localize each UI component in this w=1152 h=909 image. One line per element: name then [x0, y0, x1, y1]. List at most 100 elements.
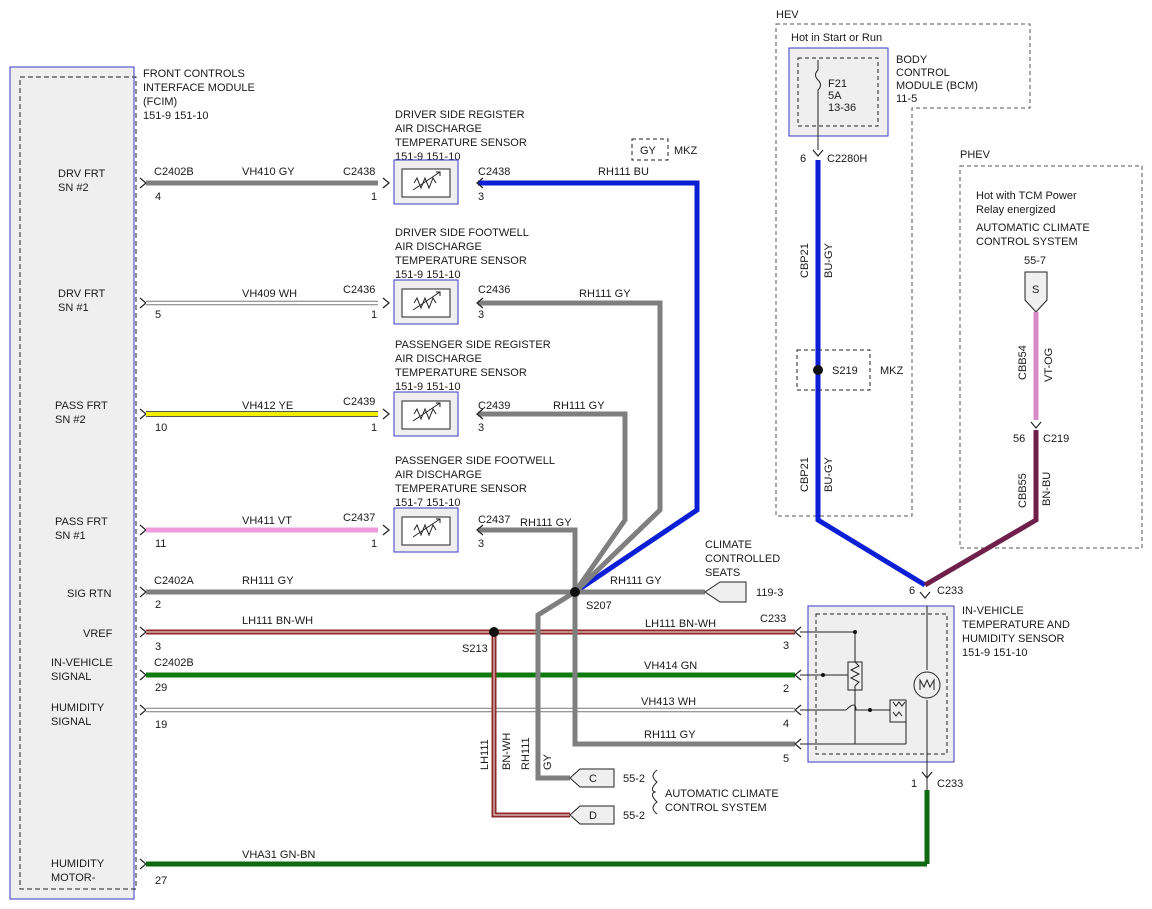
wire-rh111-gy-2: [478, 411, 628, 594]
phev-label: PHEV: [960, 149, 991, 161]
splice-s219: [813, 365, 823, 375]
s219-mkz: MKZ: [880, 365, 904, 377]
connector-c233-right: C233: [937, 585, 963, 597]
hs-pin-4: 4: [783, 718, 789, 730]
bcm-title-1: BODY: [896, 54, 928, 66]
fcim-inner-dashed: [19, 76, 137, 890]
wire-label-vha31: VHA31 GN-BN: [242, 849, 315, 861]
bcm-title-4: 11-5: [896, 93, 917, 105]
mkz-gy-box: [631, 138, 669, 161]
sensor-driver-register: DRIVER SIDE REGISTER AIR DISCHARGE TEMPE…: [393, 109, 527, 205]
sensor-2-title-1: DRIVER SIDE FOOTWELL: [395, 227, 529, 239]
connector-c2438-right: C2438: [478, 166, 510, 178]
fuse-ref: 13-36: [828, 102, 856, 114]
pin-5: 5: [155, 309, 161, 321]
hs-title-4: 151-9 151-10: [962, 647, 1027, 659]
bcm-inner-dashed: [797, 57, 879, 127]
connector-c2439-right: C2439: [478, 400, 510, 412]
pin-label-pass-frt-sn2-b: SN #2: [55, 414, 86, 426]
sensor-4-title-4: 151-7 151-10: [395, 497, 460, 509]
sensor-1-title-2: AIR DISCHARGE: [395, 123, 482, 135]
wire-label-vh411: VH411 VT: [242, 515, 292, 527]
connector-c2402a: C2402A: [154, 575, 194, 587]
chevron-icon: [139, 858, 147, 870]
junction-dot: [868, 708, 872, 712]
wire-label-vh409: VH409 WH: [242, 288, 297, 300]
sensor-pin-3a: 3: [478, 191, 484, 203]
wire-label-lh111-vref: LH111 BN-WH: [242, 615, 313, 627]
s219-box: [796, 349, 871, 391]
connector-c-label: C: [589, 773, 597, 785]
sensor-3-title-2: AIR DISCHARGE: [395, 353, 482, 365]
pin-label-in-vehicle-signal: IN-VEHICLE: [51, 657, 113, 669]
wire-rh111-to-c233: [572, 592, 795, 747]
mkz-gy-color: GY: [640, 145, 657, 157]
phev-s-label: S: [1032, 284, 1039, 296]
sensor-2-title-4: 151-9 151-10: [395, 269, 460, 281]
chevron-icon: [139, 669, 147, 681]
thermistor-icon: [412, 518, 441, 538]
pin-label-humidity-motor-b: MOTOR-: [51, 872, 96, 884]
connector-c2436-left: C2436: [343, 284, 375, 296]
wire-label-rh111-gy-a: RH111 GY: [579, 288, 631, 300]
pin-label-humidity-signal: HUMIDITY: [51, 702, 105, 714]
wire-lh111-to-d-stripe: [493, 632, 570, 816]
hs-pin-5: 5: [783, 753, 789, 765]
wire-rh111-bu: [478, 180, 700, 595]
chevron-icon: [139, 408, 147, 420]
chevron-icon: [382, 408, 390, 420]
wire-cbb55: [923, 430, 1039, 588]
pin-label-drv-frt-sn2-b: SN #2: [58, 182, 89, 194]
connector-d-arrow: [569, 805, 615, 825]
wire-label-vh413: VH413 WH: [641, 696, 696, 708]
pin-label-pass-frt-sn2: PASS FRT: [55, 400, 108, 412]
phev-system-1: AUTOMATIC CLIMATE: [976, 222, 1090, 234]
hs-pin-2: 2: [783, 683, 789, 695]
chevron-down-icon: [921, 771, 933, 779]
wire-label-rh111-seats: RH111 GY: [610, 575, 662, 587]
chevron-icon: [139, 177, 147, 189]
chevron-icon: [382, 297, 390, 309]
chevron-icon: [139, 626, 147, 638]
phev-ref: 55-7: [1024, 255, 1046, 267]
pin-label-drv-frt-sn2: DRV FRT: [58, 168, 106, 180]
pin-29: 29: [155, 682, 167, 694]
splice-s213: [489, 627, 499, 637]
fuse-icon: [815, 60, 821, 150]
sensor-connector-chevrons: [382, 177, 484, 536]
fcim-box: [9, 66, 135, 900]
chevron-icon: [794, 704, 802, 716]
wire-label-rh111-sigrtn: RH111 GY: [242, 575, 294, 587]
sensor-4-inner: [401, 516, 451, 546]
chevron-icon: [382, 177, 390, 189]
wire-label-gy-vert: GY: [542, 753, 554, 770]
connector-c2438-left: C2438: [343, 166, 375, 178]
phev-hot-1: Hot with TCM Power: [976, 190, 1077, 202]
sensor-2-inner: [401, 288, 451, 318]
connector-c2436-right: C2436: [478, 284, 510, 296]
phev-pin-56: 56: [1013, 433, 1025, 445]
wire-rh111-gy-1: [478, 300, 663, 594]
wire-label-bugy-b: BU-GY: [823, 457, 835, 493]
fcim-connector-chevrons: [139, 177, 147, 870]
sensor-pin-1a: 1: [371, 191, 377, 203]
connector-c233-bottom: C233: [937, 778, 963, 790]
chevron-icon: [476, 297, 484, 309]
chevron-icon: [476, 524, 484, 536]
brace-icon: [651, 769, 658, 815]
chevron-icon: [794, 626, 802, 638]
sensor-pin-1d: 1: [371, 538, 377, 550]
pin-27: 27: [155, 875, 167, 887]
sensor-4-title-1: PASSENGER SIDE FOOTWELL: [395, 455, 555, 467]
connector-d-ref: 55-2: [623, 810, 645, 822]
fcim-title-3: (FCIM): [143, 96, 177, 108]
hev-dashed-border: [775, 23, 1031, 517]
sensor-pin-3d: 3: [478, 538, 484, 550]
chevron-icon: [382, 524, 390, 536]
sensor-1-title-1: DRIVER SIDE REGISTER: [395, 109, 525, 121]
wire-labels: C2402B 4 VH410 GY C2438 1 C2438 3 RH111 …: [154, 166, 786, 887]
sensor-3-title-3: TEMPERATURE SENSOR: [395, 367, 527, 379]
chevron-icon: [794, 669, 802, 681]
wire-label-cbb54: CBB54: [1017, 345, 1029, 380]
